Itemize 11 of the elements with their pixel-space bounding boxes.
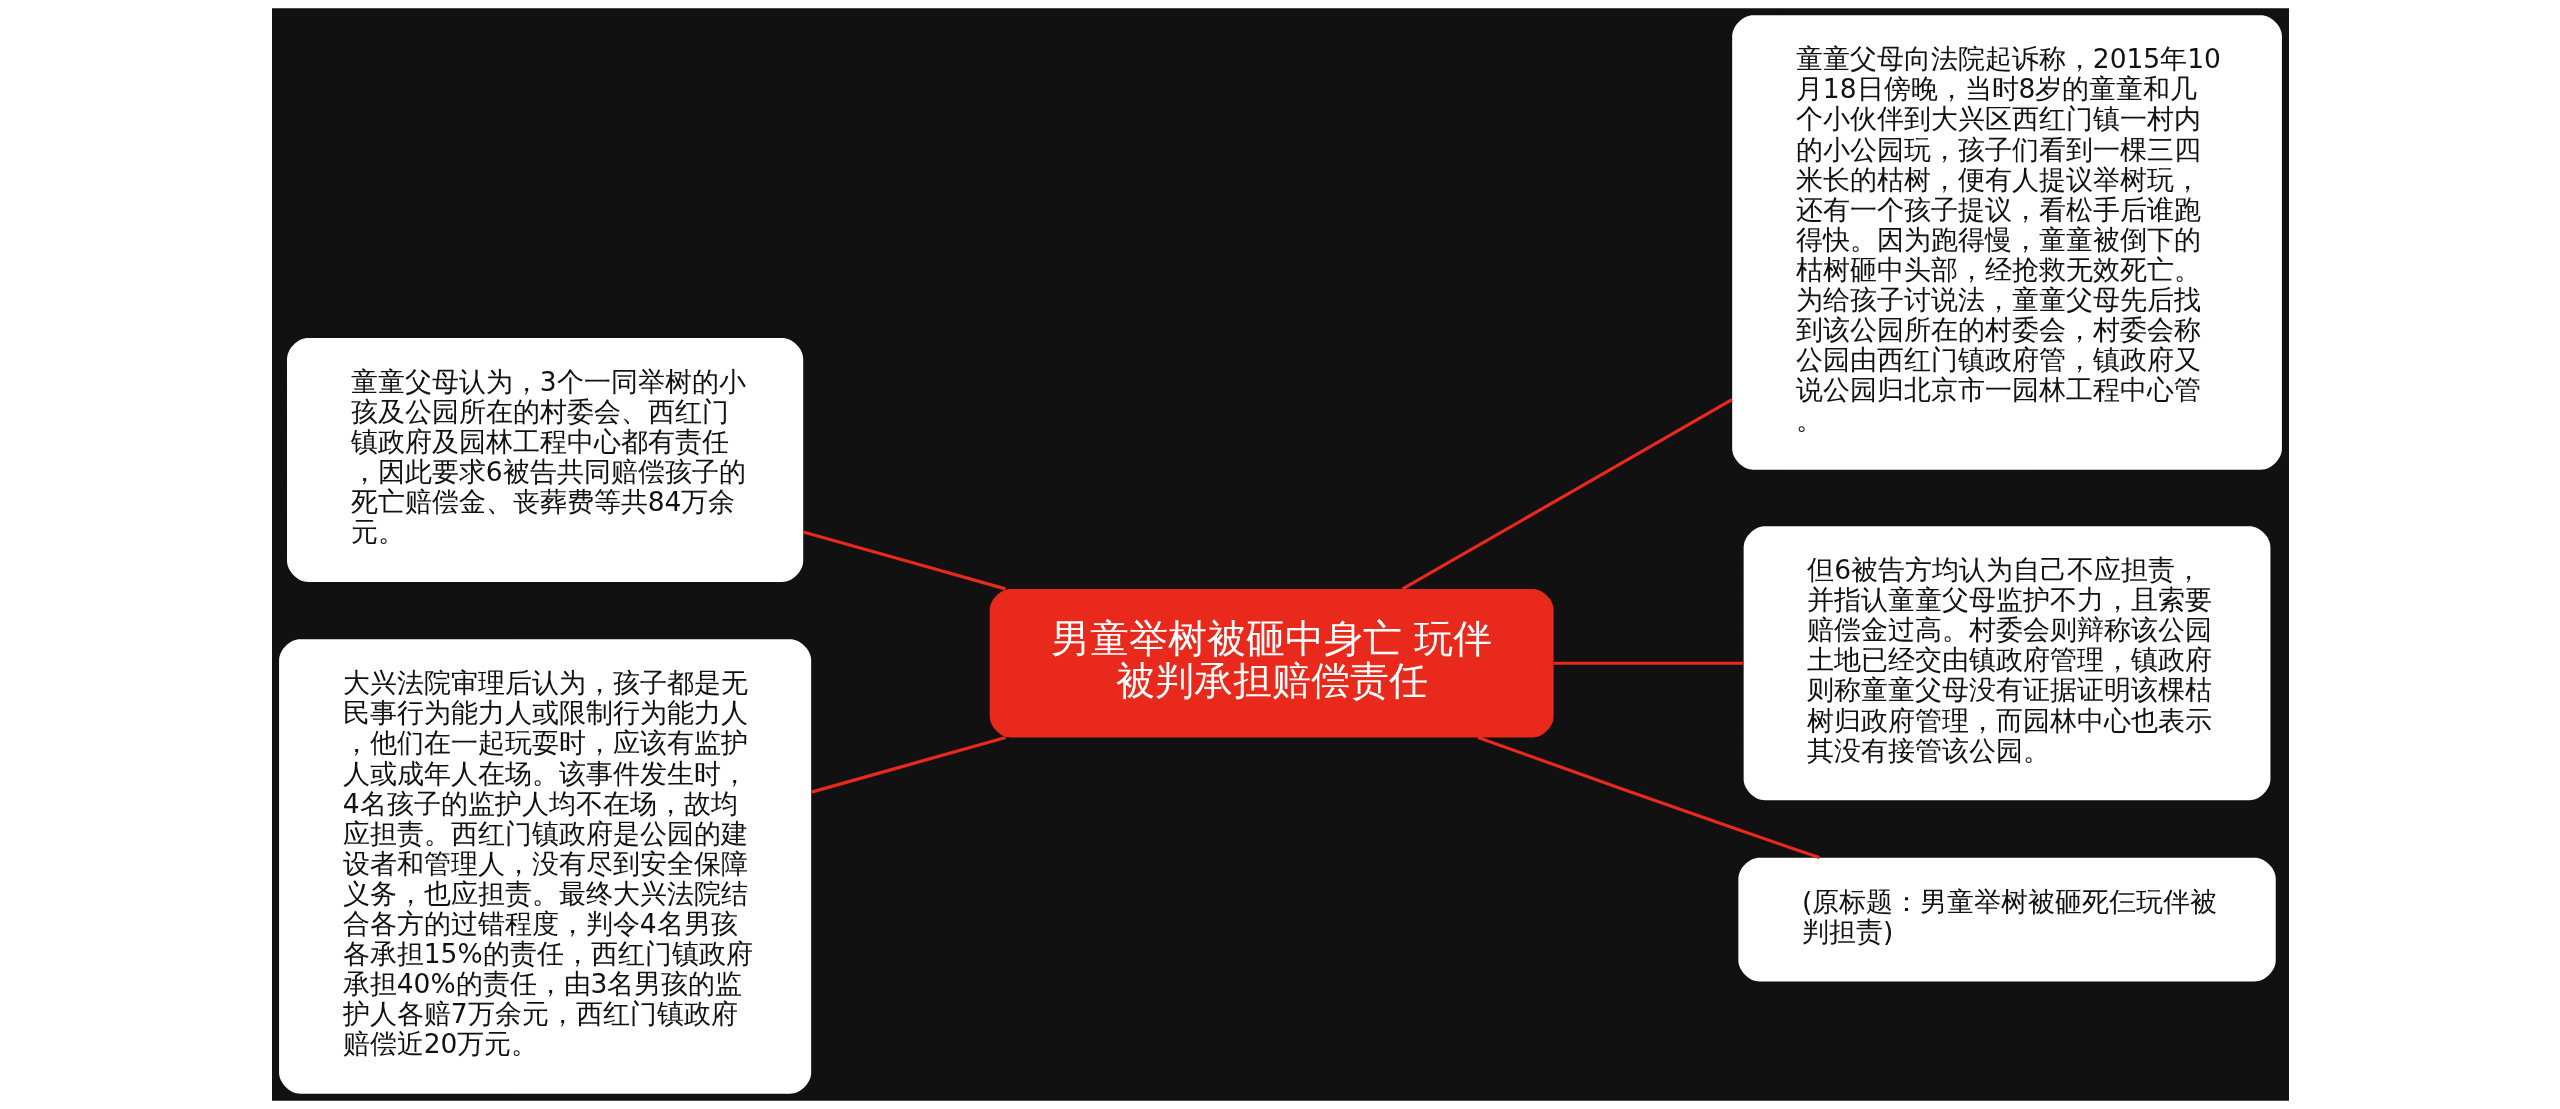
connector	[810, 736, 1006, 794]
node-box: 男童举树被砸中身亡 玩伴被判承担赔偿责任	[989, 588, 1554, 738]
connector	[1477, 736, 1820, 859]
connector	[1401, 398, 1733, 591]
connector	[802, 530, 1006, 591]
connector	[1553, 661, 1743, 665]
node-box: 大兴法院审理后认为，孩子都是无民事行为能力人或限制行为能力人，他们在一起玩耍时，应该有监护人或成年人在场。该事件发生时，4名孩子的监护人均不在场，故均应担责。西红门镇政府是公园的建设者和管理人，没有尽到安全保障义务，也应担责。最终大兴法院结合各方的过错程度，判令4名男孩各承担15%的责任，西红门镇政府承担40%的责任，由3名男孩的监护人各赔7万余元，西红门镇政府赔偿近20万元。	[278, 639, 811, 1094]
node-box: 童童父母认为，3个一同举树的小孩及公园所在的村委会、西红门镇政府及园林工程中心都有责任，因此要求6被告共同赔偿孩子的死亡赔偿金、丧葬费等共84万余元。	[286, 337, 803, 582]
node-box: (原标题：男童举树被砸死仨玩伴被判担责)	[1737, 857, 2276, 982]
node-box: 但6被告方均认为自己不应担责，并指认童童父母监护不力，且索要赔偿金过高。村委会则辩称该公园土地已经交由镇政府管理，镇政府则称童童父母没有证据证明该棵枯树归政府管理，而园林中心也表示其没有接管该公园。	[1743, 526, 2270, 801]
node-box: 童童父母向法院起诉称，2015年10月18日傍晚，当时8岁的童童和几个小伙伴到大兴区西红门镇一村内的小公园玩，孩子们看到一棵三四米长的枯树，便有人提议举树玩，还有一个孩子提议，看松手后谁跑得快。因为跑得慢，童童被倒下的枯树砸中头部，经抢救无效死亡。为给孩子讨说法，童童父母先后找到该公园所在的村委会，村委会称公园由西红门镇政府管，镇政府又说公园归北京市一园林工程中心管。	[1731, 15, 2282, 470]
